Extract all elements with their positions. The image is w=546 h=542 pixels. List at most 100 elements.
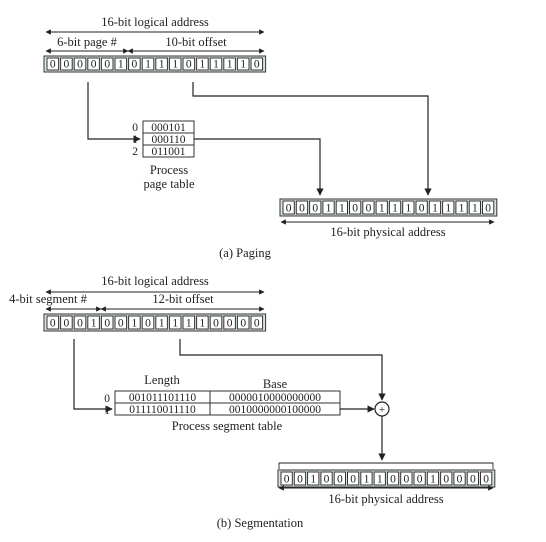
segment-table-length-0: 001011101110	[129, 392, 197, 404]
segmentation-section: 16-bit logical address 4-bit segment # 1…	[9, 274, 496, 530]
segmentation-physical-bit-cell	[333, 471, 347, 486]
paging-table-index-2: 2	[132, 146, 138, 158]
segment-table-caption: Process segment table	[172, 419, 283, 433]
paging-logical-bit: 0	[64, 59, 70, 71]
paging-physical-bit: 0	[366, 203, 372, 215]
segmentation-physical-bit: 0	[443, 474, 449, 486]
paging-physical-bit: 0	[312, 203, 318, 215]
segmentation-physical-bit-cell	[320, 471, 333, 486]
segmentation-logical-bit: 1	[172, 318, 178, 330]
segment-table-index-0: 0	[104, 393, 110, 405]
paging-physical-bit-cell	[455, 200, 468, 215]
segmentation-physical-brace	[278, 462, 494, 469]
segment-table-base-0: 0000010000000000	[229, 392, 321, 404]
segmentation-physical-bit-cell	[440, 471, 453, 486]
segment-table-length-header: Length	[144, 373, 180, 387]
paging-logical-bit-cell	[250, 57, 264, 71]
segmentation-physical-bit: 1	[377, 474, 383, 486]
paging-table-caption-1: Process	[150, 163, 188, 177]
paging-physical-bit: 1	[432, 203, 438, 215]
paging-logical-bit-cell	[60, 57, 73, 71]
segmentation-logical-bit: 1	[159, 318, 165, 330]
segmentation-physical-bit: 0	[284, 474, 290, 486]
segment-table-base-header: Base	[263, 377, 288, 391]
paging-logical-bit: 0	[132, 59, 138, 71]
segmentation-logical-bit-cell	[250, 315, 264, 330]
segmentation-physical-bit: 0	[390, 474, 396, 486]
segmentation-physical-bit: 0	[457, 474, 463, 486]
paging-logical-bit: 1	[159, 59, 165, 71]
paging-logical-bit-cell	[223, 57, 236, 71]
paging-logical-bit: 1	[200, 59, 206, 71]
paging-logical-label: 16-bit logical address	[101, 15, 209, 29]
paging-logical-bit: 1	[118, 59, 124, 71]
paging-physical-bit-cell	[362, 200, 375, 215]
segmentation-physical-bit-cell	[307, 471, 320, 486]
segmentation-physical-bit: 0	[483, 474, 489, 486]
paging-physical-bit-cell	[402, 200, 415, 215]
paging-physical-bit-cell	[309, 200, 322, 215]
segmentation-logical-bit-cell	[141, 315, 155, 330]
paging-logical-bit: 0	[254, 59, 260, 71]
segmentation-physical-bit-cell	[347, 471, 360, 486]
paging-table-caption-2: page table	[143, 177, 194, 191]
segmentation-physical-bit-cell	[386, 471, 400, 486]
paging-physical-bit: 1	[392, 203, 398, 215]
segmentation-physical-bit: 0	[337, 474, 343, 486]
paging-logical-bit: 0	[186, 59, 192, 71]
segmentation-logical-bit: 1	[200, 318, 206, 330]
paging-physical-bit: 1	[445, 203, 451, 215]
segmentation-adder-symbol: +	[379, 404, 385, 416]
paging-logical-bit-cell	[236, 57, 250, 71]
segmentation-logical-bit-cell	[87, 315, 100, 330]
segmentation-logical-bit: 0	[227, 318, 233, 330]
paging-logical-bit: 0	[91, 59, 97, 71]
segmentation-physical-bit: 1	[364, 474, 370, 486]
paging-logical-bit-cell	[196, 57, 209, 71]
paging-physical-label: 16-bit physical address	[330, 225, 445, 239]
segmentation-physical-bit-cell	[466, 471, 480, 486]
paging-physical-bit: 0	[419, 203, 425, 215]
paging-logical-bit-cell	[46, 57, 60, 71]
segmentation-physical-label: 16-bit physical address	[328, 492, 443, 506]
paging-physical-bit: 0	[485, 203, 491, 215]
paging-physical-bit: 1	[339, 203, 345, 215]
segmentation-physical-bit-cell	[293, 471, 307, 486]
paging-physical-bit: 1	[379, 203, 385, 215]
paging-physical-bit: 1	[405, 203, 411, 215]
segmentation-physical-bit-cell	[480, 471, 493, 486]
paging-logical-bit: 1	[213, 59, 219, 71]
segmentation-logical-bit-cell	[114, 315, 128, 330]
segmentation-logical-bit: 0	[64, 318, 70, 330]
paging-physical-bit-cell	[322, 200, 335, 215]
paging-table-entry-1: 000110	[151, 134, 185, 146]
segment-table-length-1: 011110011110	[129, 404, 196, 416]
paging-physical-bit: 1	[326, 203, 332, 215]
segmentation-logical-bit-cell	[60, 315, 73, 330]
segmentation-logical-bit: 0	[50, 318, 56, 330]
paging-table-row-2	[142, 144, 195, 158]
paging-logical-bit-cell	[114, 57, 128, 71]
paging-logical-bit: 0	[77, 59, 83, 71]
segmentation-logical-bit: 0	[213, 318, 219, 330]
paging-logical-bit: 1	[227, 59, 233, 71]
paging-logical-bit-cell	[128, 57, 141, 71]
segmentation-segment-label: 4-bit segment #	[9, 292, 88, 306]
segmentation-physical-bit-cell	[453, 471, 466, 486]
segmentation-logical-bit-cell	[236, 315, 250, 330]
paging-logical-bit: 1	[240, 59, 246, 71]
paging-table-entry-2: 011001	[151, 146, 185, 158]
paging-physical-bit-cell	[375, 200, 388, 215]
segmentation-physical-bit: 1	[430, 474, 436, 486]
segmentation-physical-bit: 0	[470, 474, 476, 486]
segmentation-logical-bit-cell	[73, 315, 87, 330]
segmentation-logical-bit: 0	[104, 318, 110, 330]
segmentation-physical-bit-cell	[413, 471, 426, 486]
segmentation-physical-bit-cell	[373, 471, 386, 486]
segmentation-logical-bit-cell	[223, 315, 236, 330]
paging-logical-bit: 0	[104, 59, 110, 71]
segmentation-logical-bit-cell	[182, 315, 196, 330]
paging-logical-bit-cell	[141, 57, 155, 71]
segmentation-logical-bit-cell	[196, 315, 209, 330]
